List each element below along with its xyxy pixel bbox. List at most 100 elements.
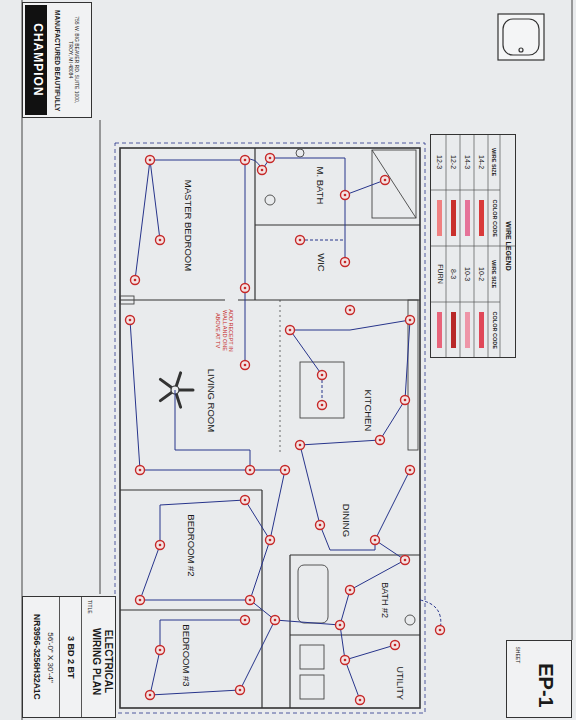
circuit-wire — [150, 160, 160, 240]
walls — [261, 490, 262, 708]
sheet-frame — [100, 120, 101, 594]
symbol-dot — [269, 539, 272, 542]
sheet-number-box: SHEET EP-1 — [506, 640, 572, 718]
body-text: 3 BD 2 BT — [66, 635, 76, 680]
receptacle-symbol — [318, 401, 327, 410]
exterior-outline — [115, 143, 425, 713]
column-header: COLOR CODE — [491, 311, 497, 350]
column-header: WIRE SIZE — [491, 259, 497, 289]
receptacle-symbol — [246, 466, 255, 475]
plan-note: ADD RECEPT IN WALL AND ONE ABOVE AT TV — [216, 303, 235, 357]
receptacle-symbol — [401, 396, 410, 405]
receptacle-symbol — [318, 371, 327, 380]
circuit-wire — [150, 620, 275, 695]
receptacle-symbol — [156, 646, 165, 655]
receptacle-symbol — [126, 316, 135, 325]
fixtures — [372, 150, 416, 218]
symbol-dot — [274, 619, 277, 622]
symbol-dot — [374, 539, 377, 542]
receptacle-symbol — [341, 258, 350, 267]
body-text: 56'-0" X 30'-4" — [45, 631, 54, 684]
legend-swatch — [437, 312, 442, 348]
receptacle-symbol — [336, 621, 345, 630]
walls — [120, 299, 225, 300]
legend-swatch — [479, 312, 484, 348]
symbol-dot — [439, 629, 442, 632]
fixtures — [405, 615, 415, 625]
fixtures — [265, 195, 275, 205]
circuit-wire — [345, 660, 360, 700]
room-name: LIVING ROOM — [205, 367, 216, 432]
walls — [255, 224, 420, 225]
circuit-wire — [300, 445, 410, 550]
symbol-dot — [344, 261, 347, 264]
legend-swatch — [479, 200, 484, 236]
cell-divider — [59, 597, 60, 717]
heading-text: CHAMPION — [29, 22, 43, 97]
symbol-dot — [244, 159, 247, 162]
title-block: NR3956-3256H32A1C 56'-0" X 30'-4" 3 BD 2 B… — [22, 596, 116, 718]
sheet-frame — [572, 0, 573, 640]
walls — [120, 148, 420, 708]
receptacle-symbol — [266, 536, 275, 545]
symbol-dot — [359, 699, 362, 702]
legend-text: 8-3 — [449, 268, 457, 280]
symbol-dot — [149, 159, 152, 162]
room-name: MASTER BEDROOM — [182, 178, 193, 271]
legend-text: 10-2 — [477, 266, 485, 282]
tub-icon — [498, 14, 544, 60]
symbol-dot — [244, 364, 247, 367]
electrical-symbols — [126, 154, 445, 705]
receptacle-symbol — [136, 466, 145, 475]
walls — [120, 609, 262, 610]
room-name: M. BATH — [314, 165, 325, 205]
column-header: COLOR CODE — [491, 199, 497, 238]
symbol-dot — [244, 287, 247, 290]
body-text: EP-1 — [534, 662, 557, 708]
circuit-wire — [300, 440, 380, 445]
room-name: BEDROOM #3 — [180, 623, 191, 687]
heading-text: NR3956-3256H32A1C — [31, 613, 41, 701]
walls — [254, 148, 255, 300]
legend-grid — [430, 190, 500, 191]
circuit-wire — [135, 160, 150, 280]
receptacle-symbol — [146, 156, 155, 165]
room-name: BATH #2 — [380, 581, 390, 619]
receptacle-symbol — [316, 521, 325, 530]
heading-text: SHEET — [514, 646, 520, 665]
symbol-dot — [244, 499, 247, 502]
legend-swatch — [451, 312, 456, 348]
room-name: UTILITY — [395, 665, 405, 701]
symbol-dot — [349, 309, 352, 312]
walls — [290, 634, 420, 635]
fixtures — [120, 296, 134, 304]
body-text: ELECTRICAL WIRING PLAN — [91, 621, 114, 701]
brand-box: CHAMPIONMANUFACTURED BEAUTIFULLY755 W. B… — [22, 2, 92, 118]
symbol-dot — [299, 239, 302, 242]
fixtures — [300, 362, 344, 418]
symbol-dot — [349, 589, 352, 592]
circuit-wire — [300, 240, 345, 241]
symbol-dot — [321, 404, 324, 407]
receptacle-symbol — [341, 656, 350, 665]
legend-swatch — [465, 200, 470, 236]
symbol-dot — [394, 644, 397, 647]
body-text: TITLE — [86, 599, 92, 615]
receptacle-symbol — [246, 596, 255, 605]
symbol-dot — [384, 179, 387, 182]
walls — [280, 300, 281, 455]
circuit-wire — [140, 500, 270, 600]
symbol-dot — [269, 157, 272, 160]
symbol-dot — [249, 599, 252, 602]
symbol-dot — [261, 169, 264, 172]
fixtures — [298, 565, 328, 623]
room-name: KITCHEN — [362, 388, 373, 432]
legend-text: 14-3 — [463, 154, 471, 170]
symbol-dot — [244, 619, 247, 622]
room-name: BEDROOM #2 — [185, 513, 196, 577]
receptacle-symbol — [281, 466, 290, 475]
legend-grid — [430, 246, 516, 247]
column-header: WIRE SIZE — [491, 147, 497, 177]
receptacle-symbol — [356, 696, 365, 705]
circuit-wire — [250, 470, 285, 471]
